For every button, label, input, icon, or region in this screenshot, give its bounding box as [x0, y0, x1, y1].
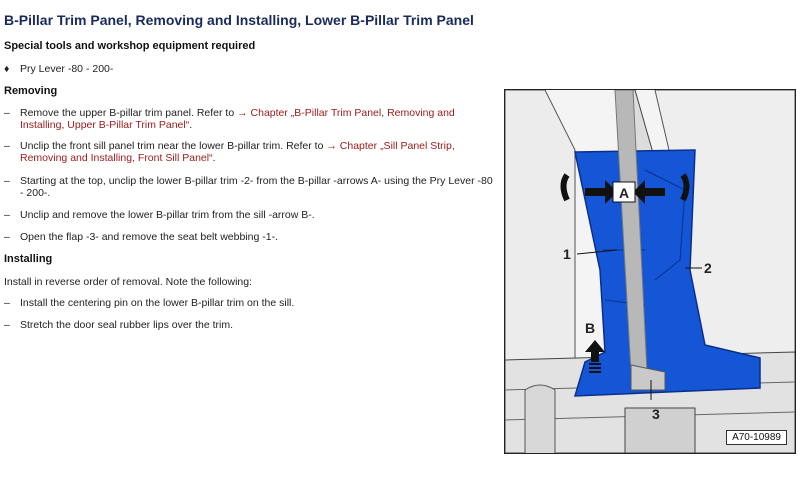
callout-3: 3 — [652, 406, 660, 422]
step-text: Install the centering pin on the lower B… — [20, 297, 295, 309]
dash-marker: – — [4, 140, 10, 152]
tools-heading: Special tools and workshop equipment req… — [4, 40, 256, 52]
lower-b-pillar-trim-shape — [573, 149, 761, 397]
dash-marker: – — [4, 107, 10, 119]
bullet-icon: ♦ — [4, 63, 10, 75]
callout-1: 1 — [563, 246, 571, 262]
step-tail: . — [212, 152, 216, 164]
step-text: Unclip and remove the lower B-pillar tri… — [20, 209, 315, 221]
dash-marker: – — [4, 209, 10, 221]
figure-id: A70-10989 — [726, 430, 787, 445]
chapter-link-upper-b-pillar[interactable]: → Chapter „B-Pillar Trim Panel, Removing… — [20, 107, 455, 131]
step-tail: . — [189, 119, 193, 131]
callout-2: 2 — [704, 260, 712, 276]
dash-marker: – — [4, 297, 10, 309]
chapter-link-sill-panel[interactable]: → Chapter „Sill Panel Strip, Removing an… — [20, 140, 455, 164]
installing-heading: Installing — [4, 253, 53, 265]
page-title: B-Pillar Trim Panel, Removing and Instal… — [4, 12, 474, 28]
dash-marker: – — [4, 175, 10, 187]
arrow-b — [585, 340, 605, 373]
step-text: Starting at the top, unclip the lower B-… — [20, 175, 493, 199]
removing-heading: Removing — [4, 85, 58, 97]
b-pillar-illustration: A B 1 2 3 A70-10989 — [504, 89, 796, 454]
arrows-a — [560, 173, 690, 204]
step-text: Remove the upper B-pillar trim panel. Re… — [20, 107, 238, 119]
callout-arrow-a: A — [619, 185, 630, 201]
step-text: Unclip the front sill panel trim near th… — [20, 140, 327, 152]
step-text: Stretch the door seal rubber lips over t… — [20, 319, 234, 331]
dash-marker: – — [4, 319, 10, 331]
flap-shape — [630, 364, 666, 391]
dash-marker: – — [4, 231, 10, 243]
callout-arrow-b: B — [585, 320, 596, 336]
step-text: Open the flap -3- and remove the seat be… — [20, 231, 278, 243]
installing-intro: Install in reverse order of removal. Not… — [4, 276, 253, 288]
tool-name: Pry Lever -80 - 200- — [20, 63, 114, 75]
